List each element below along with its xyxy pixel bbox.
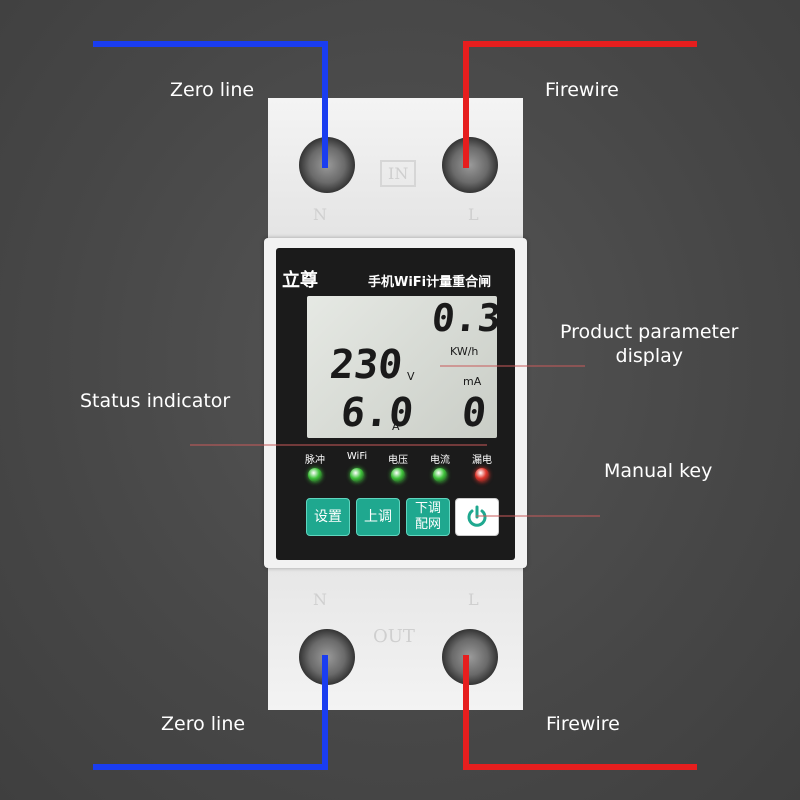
top-terminal-mark-in: IN	[380, 160, 417, 187]
down-network-button[interactable]: 下调 配网	[406, 498, 450, 536]
label-firewire-top: Firewire	[545, 79, 619, 101]
brand-logo: 立尊	[282, 270, 318, 291]
power-button[interactable]	[455, 498, 499, 536]
energy-unit: KW/h	[450, 345, 479, 358]
indicator-led-leakage	[475, 468, 489, 482]
terminal-screw-top-right	[442, 137, 498, 193]
indicator-led-pulse	[308, 468, 322, 482]
bottom-terminal-mark-l: L	[468, 590, 479, 609]
label-firewire-bottom: Firewire	[546, 713, 620, 735]
leakage-unit: mA	[463, 375, 482, 388]
bottom-terminal-mark-out: OUT	[373, 626, 415, 647]
firewire-wire-bottom	[463, 655, 697, 770]
label-zero-line-top: Zero line	[170, 79, 255, 101]
settings-button[interactable]: 设置	[306, 498, 350, 536]
lcd-display	[307, 296, 497, 438]
bottom-terminal-mark-n: N	[313, 590, 327, 609]
down-network-button-label: 下调 配网	[414, 501, 441, 532]
indicator-label-pulse: 脉冲	[305, 455, 325, 466]
up-button-label: 上调	[364, 509, 392, 525]
indicator-label-wifi: WiFi	[346, 451, 368, 462]
indicator-label-voltage: 电压	[388, 455, 408, 466]
label-product-parameter-display: Product parameter display	[560, 321, 739, 367]
indicator-label-leakage: 漏电	[472, 455, 492, 466]
power-icon	[467, 505, 487, 527]
top-terminal-mark-n: N	[313, 205, 327, 224]
voltage-unit: V	[407, 370, 415, 383]
label-manual-key: Manual key	[604, 460, 713, 482]
indicator-led-wifi	[350, 468, 364, 482]
indicator-led-voltage	[391, 468, 405, 482]
indicator-led-current	[433, 468, 447, 482]
top-terminal-mark-l: L	[468, 205, 479, 224]
indicator-label-current: 电流	[430, 455, 450, 466]
product-name: 手机WiFi计量重合闸	[368, 275, 492, 290]
label-zero-line-bottom: Zero line	[161, 713, 246, 735]
terminal-screw-bottom-right	[442, 629, 498, 685]
settings-button-label: 设置	[314, 509, 342, 525]
zero-line-wire-bottom	[93, 655, 328, 770]
zero-line-wire-top	[93, 41, 328, 168]
firewire-wire-top	[463, 41, 697, 168]
label-status-indicator: Status indicator	[80, 390, 231, 412]
up-button[interactable]: 上调	[356, 498, 400, 536]
current-unit: A	[392, 420, 400, 433]
